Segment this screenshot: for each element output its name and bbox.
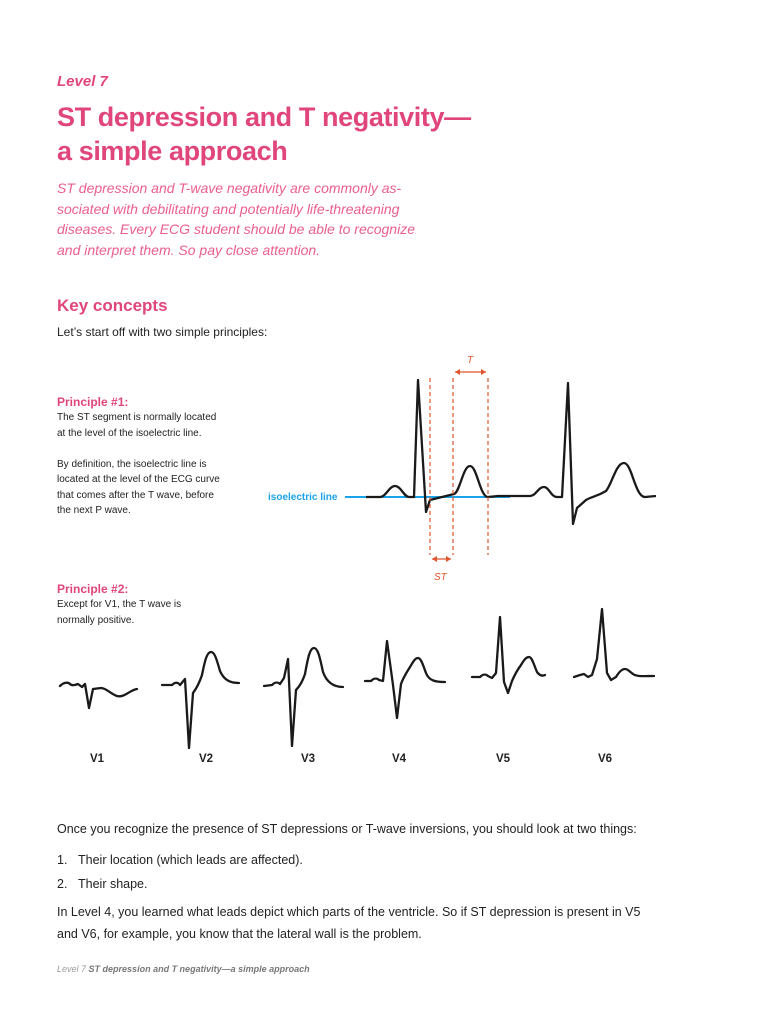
title-line-1: ST depression and T negativity— — [57, 102, 471, 132]
list-item: 1.Their location (which leads are affect… — [57, 853, 303, 867]
lead-label-v2: V2 — [198, 753, 214, 765]
list-item-text: Their location (which leads are affected… — [78, 853, 303, 867]
intro-paragraph: ST depression and T-wave negativity are … — [57, 178, 452, 260]
t-interval-arrow — [455, 369, 486, 375]
lead-label-v1: V1 — [89, 753, 105, 765]
principle-2-line-2: normally positive. — [57, 614, 135, 626]
principle-1-line: located at the level of the ECG curve — [57, 474, 220, 485]
page-footer: Level 7 ST depression and T negativity—a… — [57, 964, 310, 974]
lead-v5-trace — [470, 615, 547, 695]
intro-line-1: ST depression and T-wave negativity are … — [57, 180, 402, 196]
level-label: Level 7 — [57, 73, 108, 90]
section-heading-key-concepts: Key concepts — [57, 296, 168, 315]
principle-1-text: The ST segment is normally located at th… — [57, 410, 257, 519]
intro-line-4: and interpret them. So pay close attenti… — [57, 241, 321, 258]
isoelectric-line-label: isoelectric line — [268, 492, 338, 503]
body-paragraph-2: In Level 4, you learned what leads depic… — [57, 901, 737, 945]
principle-1: Principle #1: The ST segment is normally… — [57, 395, 257, 519]
principle-1-line: that comes after the T wave, before — [57, 489, 214, 501]
lead-label-v4: V4 — [391, 753, 407, 765]
principle-2-label: Principle #2: — [57, 582, 129, 596]
intro-line-3: diseases. Every ECG student should be ab… — [57, 221, 415, 237]
principle-2: Principle #2: Except for V1, the T wave … — [57, 582, 181, 628]
principle-2-text: Except for V1, the T wave is normally po… — [57, 597, 181, 628]
principle-1-line: at the level of the isoelectric line. — [57, 427, 202, 439]
principle-1-line: The ST segment is normally located — [57, 412, 217, 423]
st-interval-arrow — [432, 556, 451, 562]
st-label: ST — [434, 572, 448, 583]
lead-label-v3: V3 — [300, 753, 316, 765]
lead-label-v5: V5 — [495, 753, 511, 765]
t-label: T — [467, 355, 474, 366]
title-line-2: a simple approach — [57, 136, 288, 166]
ecg-trace — [366, 378, 657, 526]
lead-label-v6: V6 — [597, 753, 613, 765]
lead-v6-trace — [572, 607, 656, 682]
footer-level: Level 7 — [57, 964, 87, 974]
list-item-text: Their shape. — [78, 877, 148, 891]
lead-v3-trace — [262, 646, 345, 748]
criteria-list: 1.Their location (which leads are affect… — [57, 849, 303, 897]
page-title: ST depression and T negativity— a simple… — [57, 100, 517, 168]
principle-2-line-1: Except for V1, the T wave is — [57, 599, 182, 610]
lead-v2-trace — [160, 650, 241, 750]
intro-line-2: sociated with debilitating and potential… — [57, 200, 400, 217]
precordial-leads-strip — [58, 607, 656, 750]
lead-v1-trace — [58, 681, 139, 710]
principle-1-line: By definition, the isoelectric line is — [57, 458, 207, 470]
list-item: 2.Their shape. — [57, 877, 148, 891]
principle-1-label: Principle #1: — [57, 395, 129, 409]
lead-text: Let’s start off with two simple principl… — [57, 325, 268, 339]
principle-1-line: the next P wave. — [57, 505, 131, 516]
footer-title: ST depression and T negativity—a simple … — [88, 964, 310, 974]
body-paragraph-2-line-2: and V6, for example, you know that the l… — [57, 927, 422, 941]
lead-v4-trace — [363, 639, 447, 720]
ecg-diagram-principle-1: isoelectric line T ST — [268, 355, 657, 583]
body-paragraph-1: Once you recognize the presence of ST de… — [57, 822, 637, 836]
body-paragraph-2-line-1: In Level 4, you learned what leads depic… — [57, 905, 641, 919]
